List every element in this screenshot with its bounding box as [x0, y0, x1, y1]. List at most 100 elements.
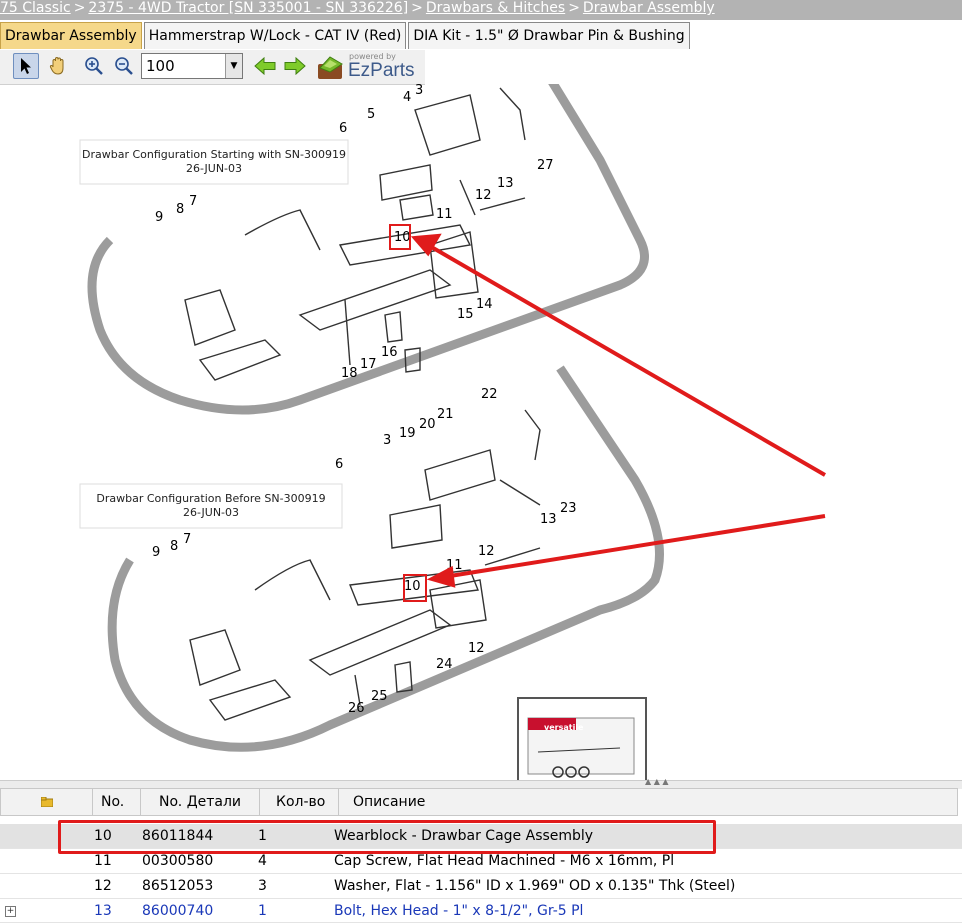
cell-description: Cap Screw, Flat Head Machined - M6 x 16m…: [334, 853, 675, 869]
hand-icon[interactable]: [45, 53, 71, 79]
callout-21: 21: [437, 407, 454, 422]
callout-10b: 10: [404, 579, 421, 594]
callout-9b: 9: [152, 545, 160, 560]
back-arrow-icon[interactable]: [252, 53, 278, 79]
breadcrumb-separator: >: [73, 0, 86, 16]
column-header-icon[interactable]: [1, 789, 93, 816]
cell-description: Washer, Flat - 1.156" ID x 1.969" OD x 0…: [334, 878, 736, 894]
cell-no: 11: [94, 853, 112, 869]
callout-23: 23: [560, 501, 577, 516]
breadcrumb-separator: >: [411, 0, 423, 16]
callout-2: 2: [444, 84, 452, 85]
callout-16: 16: [381, 345, 398, 360]
callout-14: 14: [476, 297, 493, 312]
column-header-description[interactable]: Описание: [353, 794, 426, 810]
ezparts-logo: powered by EzParts: [316, 52, 424, 82]
diagram-frame-top: [87, 59, 649, 415]
callout-7: 7: [189, 194, 197, 209]
cell-no: 10: [94, 828, 112, 844]
logo-text: EzParts: [348, 60, 415, 81]
callout-17: 17: [360, 357, 377, 372]
zoom-in-icon[interactable]: [81, 53, 107, 79]
table-row[interactable]: + 13 86000740 1 Bolt, Hex Head - 1" x 8-…: [0, 899, 962, 923]
cell-no: 13: [94, 903, 112, 919]
column-header-part-no[interactable]: No. Детали: [141, 789, 260, 816]
cell-qty: 1: [258, 828, 267, 844]
table-header: No. No. Детали Кол-во Описание: [0, 788, 958, 816]
breadcrumb-link-tractor[interactable]: 2375 - 4WD Tractor [SN 335001 - SN 33622…: [88, 0, 409, 16]
toolbar: ▼ powered by EzParts: [0, 50, 425, 85]
callout-26: 26: [348, 701, 365, 716]
callout-27: 27: [537, 158, 554, 173]
tab-bar: Drawbar Assembly Hammerstrap W/Lock - CA…: [0, 22, 692, 50]
callout-8: 8: [176, 202, 184, 217]
tab-hammerstrap[interactable]: Hammerstrap W/Lock - CAT IV (Red): [143, 22, 407, 49]
callout-6: 6: [339, 121, 347, 136]
parts-diagram[interactable]: 2 3 4 5 6 27 12 13 11 10 9 8 7 14 15 16 …: [0, 59, 962, 787]
caption-top: Drawbar Configuration Starting with SN-3…: [80, 148, 348, 176]
cell-part-no: 86011844: [142, 828, 214, 844]
callout-25: 25: [371, 689, 388, 704]
caption-top-line1: Drawbar Configuration Starting with SN-3…: [82, 148, 346, 161]
tab-dia-kit[interactable]: DIA Kit - 1.5" Ø Drawbar Pin & Bushing: [408, 22, 690, 49]
callout-10: 10: [394, 230, 411, 245]
callout-5: 5: [367, 107, 375, 122]
caption-bottom-line1: Drawbar Configuration Before SN-300919: [96, 492, 326, 505]
zoom-combobox[interactable]: ▼: [141, 53, 243, 79]
caption-box-bottom: [79, 483, 343, 529]
cell-part-no: 00300580: [142, 853, 214, 869]
breadcrumb-link-model[interactable]: 75 Classic: [0, 0, 71, 16]
row-highlight-annotation: [58, 820, 716, 854]
table-row[interactable]: 10 86011844 1 Wearblock - Drawbar Cage A…: [0, 824, 962, 849]
cell-no: 12: [94, 878, 112, 894]
pointer-icon[interactable]: [13, 53, 39, 79]
callout-15: 15: [457, 307, 474, 322]
highlight-box-top: [389, 224, 411, 250]
table-row[interactable]: 12 86512053 3 Washer, Flat - 1.156" ID x…: [0, 874, 962, 899]
highlight-box-bottom: [403, 574, 427, 602]
expand-row-icon[interactable]: +: [5, 906, 16, 917]
caption-box-top: [79, 139, 349, 185]
logo-powered-by: powered by: [349, 52, 396, 61]
diagram-frame-bottom: [107, 365, 664, 752]
folder-icon: [40, 796, 54, 808]
callout-13b: 13: [540, 512, 557, 527]
column-header-no[interactable]: No.: [93, 789, 141, 816]
cell-qty: 3: [258, 878, 267, 894]
caption-bottom: Drawbar Configuration Before SN-300919 2…: [80, 492, 342, 520]
callout-12b: 12: [478, 544, 495, 559]
caption-top-line2: 26-JUN-03: [185, 162, 243, 175]
annotation-arrows: [410, 233, 827, 588]
callout-6b: 6: [335, 457, 343, 472]
callout-7b: 7: [183, 532, 191, 547]
callout-3b: 3: [383, 433, 391, 448]
cell-part-no: 86000740: [142, 903, 214, 919]
breadcrumb-link-current[interactable]: Drawbar Assembly: [582, 0, 715, 16]
pane-splitter[interactable]: ▲ ▲ ▲: [0, 777, 962, 789]
cell-description: Wearblock - Drawbar Cage Assembly: [334, 828, 594, 844]
parts-table: No. No. Детали Кол-во Описание 10 860118…: [0, 788, 962, 923]
cell-qty: 4: [258, 853, 267, 869]
table-row[interactable]: 11 00300580 4 Cap Screw, Flat Head Machi…: [0, 849, 962, 874]
callout-11: 11: [436, 207, 453, 222]
breadcrumb: 75 Classic>2375 - 4WD Tractor [SN 335001…: [0, 0, 962, 20]
tab-drawbar-assembly[interactable]: Drawbar Assembly: [0, 22, 142, 49]
versatile-badge: [517, 697, 647, 787]
drawbar-assembly-bottom: [189, 409, 541, 721]
callout-12: 12: [475, 188, 492, 203]
breadcrumb-link-category[interactable]: Drawbars & Hitches: [425, 0, 566, 16]
splitter-grip-icon: ▲ ▲ ▲: [645, 777, 669, 786]
column-header-qty[interactable]: Кол-во: [260, 789, 339, 816]
zoom-input[interactable]: [142, 54, 228, 78]
callout-19: 19: [399, 426, 416, 441]
chevron-down-icon[interactable]: ▼: [225, 54, 242, 78]
callout-22: 22: [481, 387, 498, 402]
drawbar-assembly-top: [184, 87, 526, 381]
zoom-out-icon[interactable]: [111, 53, 137, 79]
callout-8b: 8: [170, 539, 178, 554]
callout-13: 13: [497, 176, 514, 191]
forward-arrow-icon[interactable]: [282, 53, 308, 79]
callout-20: 20: [419, 417, 436, 432]
callout-18: 18: [341, 366, 358, 381]
callout-4: 4: [403, 90, 411, 105]
